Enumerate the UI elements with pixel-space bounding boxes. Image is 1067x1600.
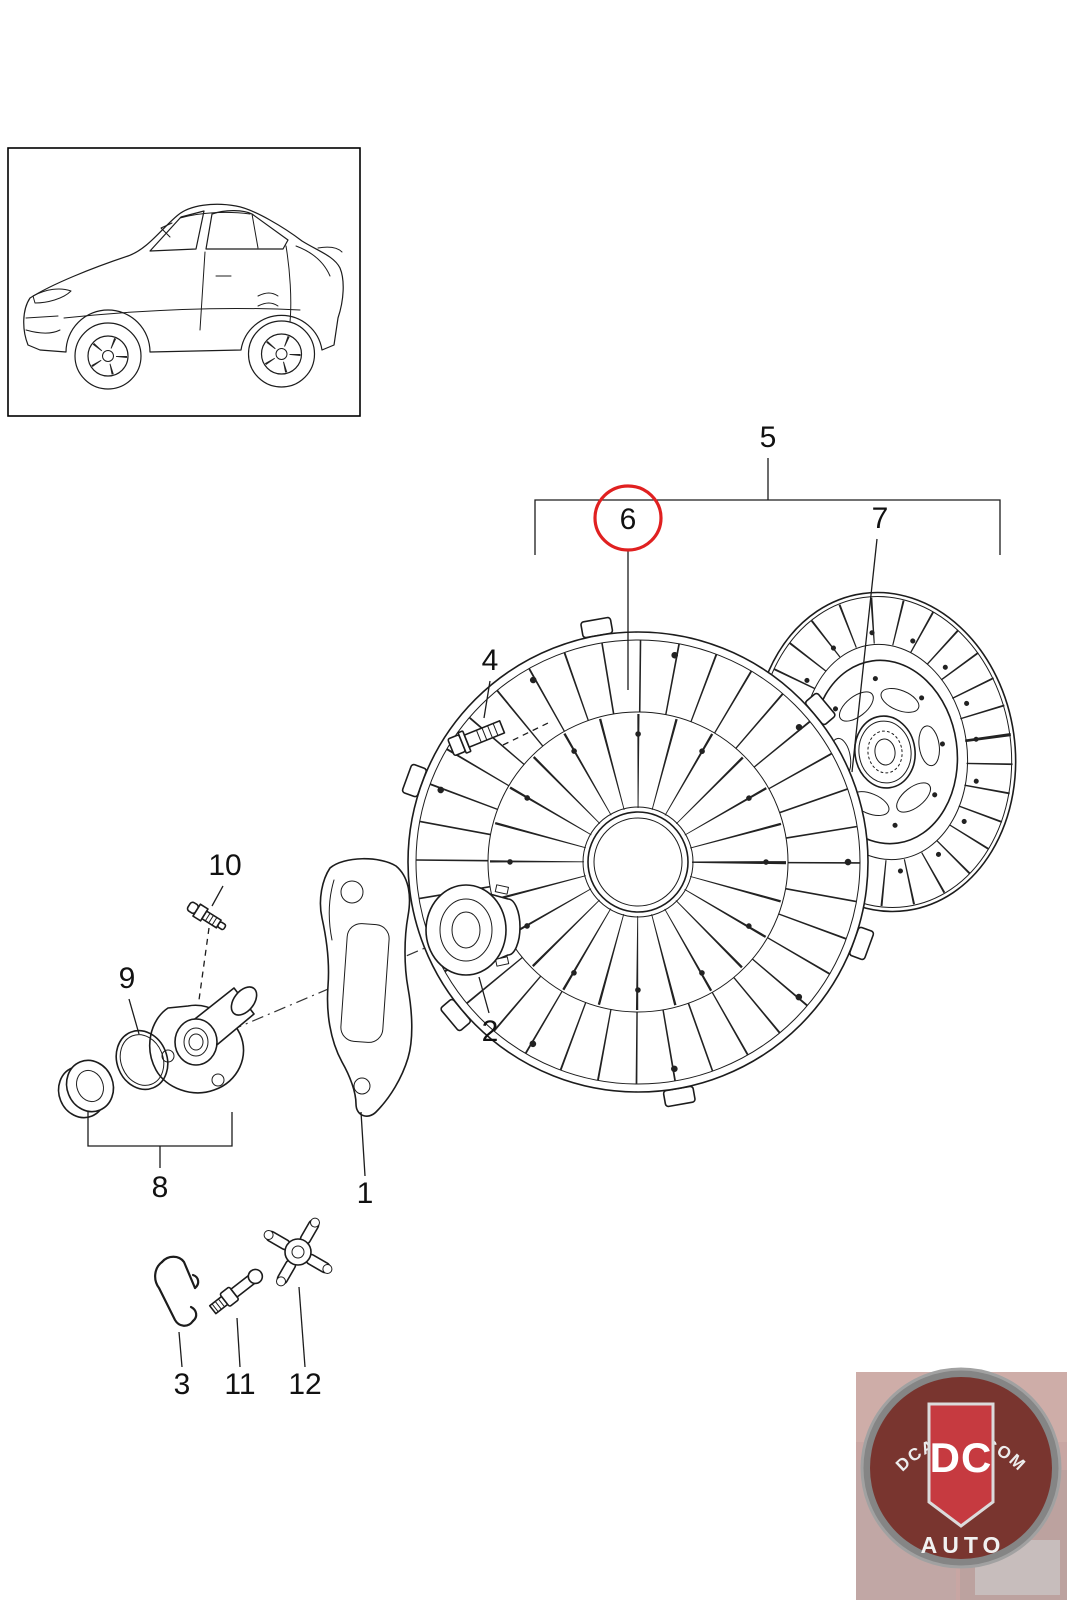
release-bearing-part2 [425, 884, 521, 976]
bracket-line [87, 1112, 233, 1147]
callout-6: 6 [620, 503, 637, 690]
retainer-bracket-part12 [263, 1217, 333, 1287]
assembly-dashed-line [198, 927, 210, 1001]
leader-line [360, 1111, 366, 1177]
front-wheel [74, 322, 142, 390]
watermark-dc-text: DC [930, 1434, 993, 1481]
callout-label-4: 4 [482, 644, 499, 677]
callout-label-2: 2 [482, 1015, 499, 1048]
callout-4: 4 [482, 644, 551, 746]
pivot-pin-part11 [208, 1268, 264, 1315]
watermark-auto-text: AUTO [921, 1532, 1006, 1558]
side-mirror [160, 222, 173, 238]
windshield [149, 210, 205, 252]
pressure-plate-part6 [401, 616, 875, 1108]
callout-label-11: 11 [224, 1368, 255, 1401]
spring-clip-part3 [154, 1255, 200, 1327]
guide-tube-seal-group8 [57, 986, 258, 1119]
leader-line [298, 1286, 306, 1368]
rear-wheel [247, 320, 316, 388]
callout-label-3: 3 [174, 1368, 191, 1401]
callout-2: 2 [478, 976, 499, 1048]
callout-label-12: 12 [288, 1368, 321, 1401]
bleeder-valve-part10 [186, 901, 227, 931]
callouts: 5 6 7 4 2 1 10 9 [87, 421, 1001, 1401]
callout-label-9: 9 [119, 962, 136, 995]
callout-5: 5 [534, 421, 1001, 555]
highlight-circle-part6 [593, 484, 663, 552]
callout-11: 11 [224, 1317, 256, 1401]
dc-shield [927, 1402, 995, 1528]
callout-label-7: 7 [872, 502, 889, 535]
callout-label-8: 8 [152, 1171, 169, 1204]
leader-line [211, 885, 224, 907]
callout-label-6: 6 [620, 503, 637, 536]
car-thumbnail [7, 147, 361, 417]
bracket-line [534, 499, 1001, 555]
callout-1: 1 [357, 1111, 374, 1210]
callout-10: 10 [198, 849, 242, 1001]
callout-12: 12 [288, 1286, 322, 1401]
leader-line [236, 1317, 241, 1368]
leader-line [178, 1331, 183, 1368]
callout-label-10: 10 [208, 849, 241, 882]
callout-label-5: 5 [760, 421, 777, 454]
flange-bolt-part4 [447, 720, 506, 757]
leader-line [851, 538, 878, 773]
callout-7: 7 [851, 502, 889, 773]
callout-label-1: 1 [357, 1177, 374, 1210]
assembly-dashed-line [502, 721, 551, 746]
callout-9: 9 [119, 962, 140, 1035]
leader-line [483, 680, 491, 719]
callout-8: 8 [87, 1112, 233, 1204]
shaft-seal [57, 1059, 115, 1119]
leader-line [128, 998, 140, 1035]
side-window [205, 210, 289, 250]
leader-line [478, 976, 490, 1014]
car-body-outline [23, 203, 344, 353]
o-ring-part9 [115, 1029, 169, 1091]
release-fork-part1 [319, 857, 413, 1117]
callout-3: 3 [174, 1331, 191, 1401]
headlight [32, 288, 72, 304]
guide-tube [148, 986, 258, 1094]
